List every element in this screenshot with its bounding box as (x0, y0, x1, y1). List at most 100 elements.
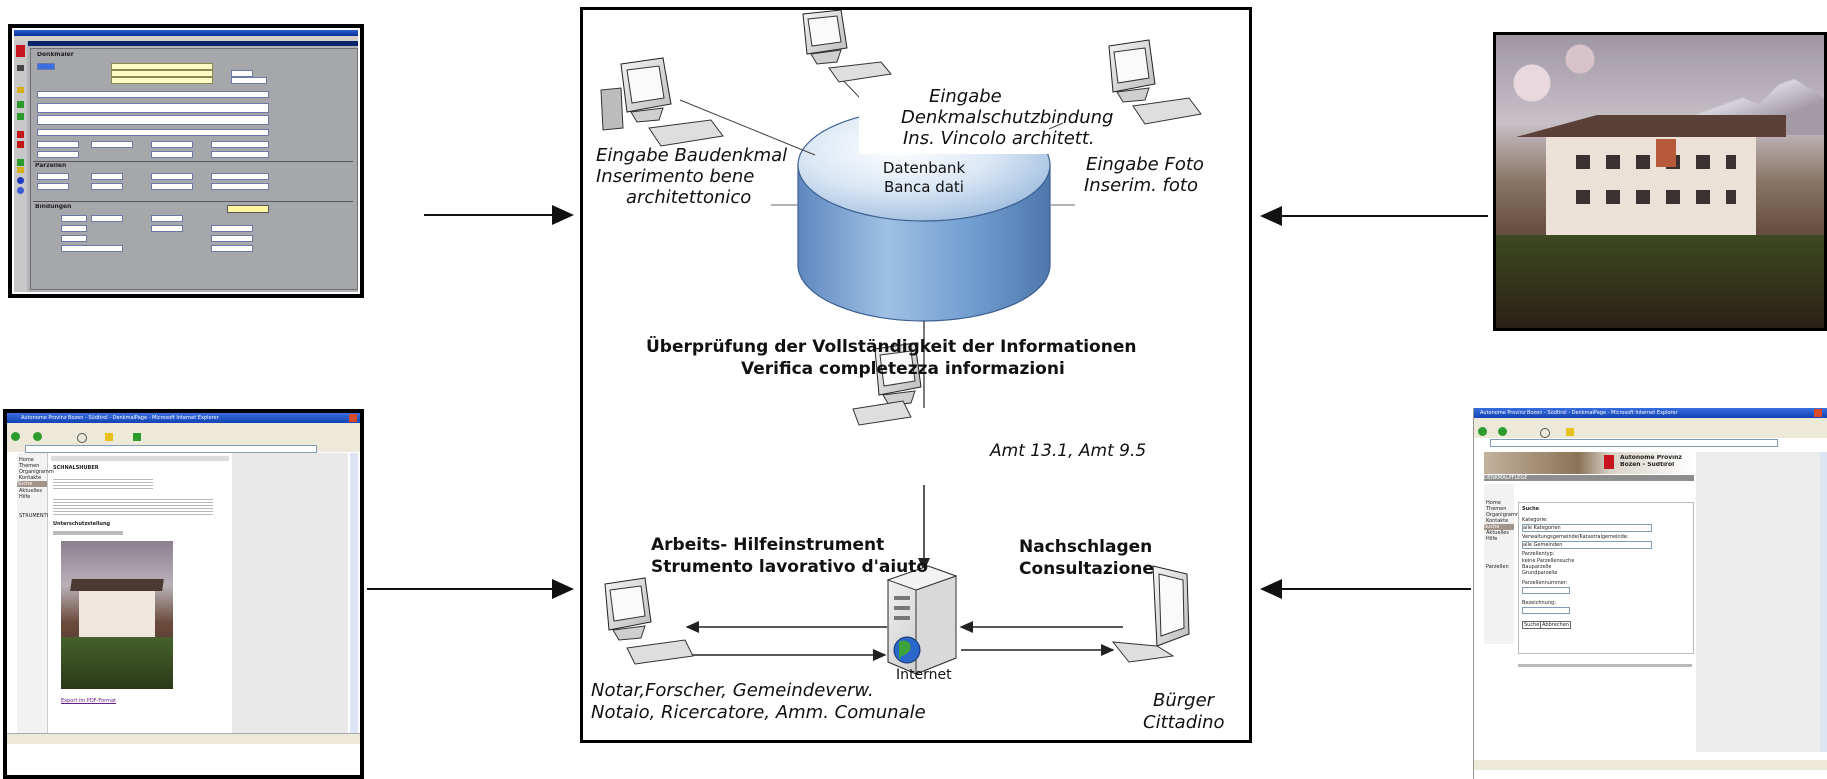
sidebar-item-active[interactable]: Suche (17, 481, 47, 487)
parcel-field-1[interactable] (37, 173, 69, 180)
field-e[interactable] (151, 151, 193, 158)
binding-field-9[interactable] (61, 245, 123, 252)
binding-field-5[interactable] (151, 225, 183, 232)
name-field-3[interactable] (111, 77, 213, 84)
label-photo-line2: Inserim. foto (1084, 175, 1198, 196)
date-field[interactable] (37, 141, 79, 148)
forward-icon[interactable] (1498, 427, 1507, 436)
sidebar-item[interactable]: Kontakte (19, 475, 42, 481)
parcel-field-6[interactable] (91, 183, 123, 190)
address-field[interactable] (1490, 439, 1778, 447)
parcel-field-8[interactable] (211, 183, 269, 190)
parcel-field-3[interactable] (151, 173, 193, 180)
blossom-branches (1496, 35, 1616, 155)
address-field[interactable] (25, 445, 317, 453)
radio-building-parcel[interactable]: Bauparzelle (1522, 564, 1552, 570)
sidebar-item[interactable]: Aktuelles (19, 488, 42, 494)
house-roof (70, 579, 164, 591)
scrollbar[interactable] (1820, 452, 1827, 752)
back-icon[interactable] (1478, 427, 1487, 436)
parcel-field-7[interactable] (151, 183, 193, 190)
label-monument-line1: Eingabe Baudenkmal (596, 145, 788, 166)
sidebar-item[interactable]: Themen (1486, 506, 1507, 512)
forward-icon[interactable] (33, 432, 42, 441)
page-area: Home Themen Organigramm Kontakte Suche A… (7, 453, 360, 733)
designation-input[interactable] (1522, 607, 1570, 614)
favorites-icon[interactable] (1566, 428, 1574, 436)
sidebar-item[interactable]: Themen (19, 463, 40, 469)
ie-menubar (1474, 418, 1827, 425)
window-close-icon[interactable] (349, 414, 357, 422)
binding-field-10[interactable] (211, 245, 253, 252)
binding-field-4[interactable] (61, 225, 87, 232)
field-b[interactable] (151, 141, 193, 148)
radio-land-parcel[interactable]: Grundparzelle (1522, 570, 1558, 576)
binding-field-1[interactable] (61, 215, 87, 222)
cancel-button[interactable]: Abbrechen (1540, 621, 1571, 629)
tool-icon (17, 87, 24, 93)
binding-field-3[interactable] (151, 215, 183, 222)
binding-field-8[interactable] (211, 235, 253, 242)
parcel-number-input[interactable] (1522, 587, 1570, 594)
sidebar-item[interactable]: Home (1486, 500, 1501, 506)
search-icon[interactable] (1540, 428, 1550, 438)
sidebar-item[interactable]: Home (19, 457, 34, 463)
page-sidebar: Home Themen Organigramm Kontakte Suche A… (1484, 484, 1521, 644)
binding-field-7[interactable] (61, 235, 87, 242)
field-f[interactable] (211, 151, 269, 158)
favorites-icon[interactable] (105, 433, 113, 441)
pdf-export-link[interactable]: Export im PDF-Format (61, 698, 116, 704)
binding-field-6[interactable] (211, 225, 253, 232)
search-icon[interactable] (77, 433, 87, 443)
window-close-icon[interactable] (1814, 409, 1822, 417)
place-field[interactable] (231, 77, 267, 84)
parcel-field-4[interactable] (211, 173, 269, 180)
thumbnail-search-page: Autonome Provinz Bozen - Südtirol - Denk… (1473, 408, 1827, 779)
ie-window-title: Autonome Provinz Bozen - Südtirol - Denk… (21, 415, 219, 421)
radio-no-parcel[interactable]: keine Parzellensuche (1522, 558, 1575, 564)
binding-field-2[interactable] (91, 215, 123, 222)
field-a[interactable] (91, 141, 133, 148)
label-protection-line2: Denkmalschutzbindung (901, 107, 1114, 128)
sidebar-item[interactable]: Hilfe (1486, 536, 1498, 542)
sidebar-item[interactable]: Parzellen (1486, 564, 1509, 570)
parcels-title: Parzellen (35, 163, 67, 169)
municipality-select[interactable]: alle Gemeinden (1522, 541, 1652, 549)
name-field[interactable] (111, 63, 213, 70)
green-icon (17, 159, 24, 166)
description-it[interactable] (37, 115, 269, 125)
scrollbar[interactable] (350, 453, 358, 733)
description-de[interactable] (37, 103, 269, 113)
notes-field[interactable] (37, 129, 269, 136)
name-field-2[interactable] (111, 70, 213, 77)
sidebar-item[interactable]: Organigramm (19, 469, 54, 475)
back-icon[interactable] (11, 432, 20, 441)
label-parcel-type: Parzellentyp: (1522, 551, 1555, 557)
parcel-field-5[interactable] (37, 183, 69, 190)
media-icon[interactable] (133, 433, 141, 441)
sidebar-item[interactable]: Hilfe (19, 494, 31, 500)
sidebar-item[interactable]: STRUMENTI (19, 513, 49, 519)
category-select[interactable]: alle Kategorien (1522, 524, 1652, 532)
database-label-line1: Datenbank (882, 159, 966, 177)
thumbnail-monument-webpage: Autonome Provinz Bozen - Südtirol - Denk… (3, 409, 364, 779)
parcel-field-2[interactable] (91, 173, 123, 180)
ie-addressbar[interactable] (7, 444, 360, 453)
ie-menubar (7, 423, 360, 430)
sidebar-item-active[interactable]: Suche (1484, 524, 1514, 530)
num-field[interactable] (231, 70, 253, 77)
sidebar-item[interactable]: Organigramm (1486, 512, 1521, 518)
field-c[interactable] (211, 141, 269, 148)
search-button[interactable]: Suche (1522, 621, 1542, 629)
bindings-button[interactable] (227, 205, 269, 213)
dating-field[interactable] (37, 91, 269, 98)
field-d[interactable] (37, 151, 79, 158)
sidebar-item[interactable]: Aktuelles (1486, 530, 1509, 536)
globe-icon (893, 636, 921, 664)
label-protection-line3: Ins. Vincolo architett. (903, 128, 1095, 149)
sidebar-item[interactable]: Kontakte (1486, 518, 1509, 524)
professional-line2: Notaio, Ricercatore, Amm. Comunale (591, 702, 926, 723)
id-field[interactable] (37, 63, 55, 70)
ie-toolbar (1474, 425, 1827, 438)
monument-photo (61, 541, 173, 689)
